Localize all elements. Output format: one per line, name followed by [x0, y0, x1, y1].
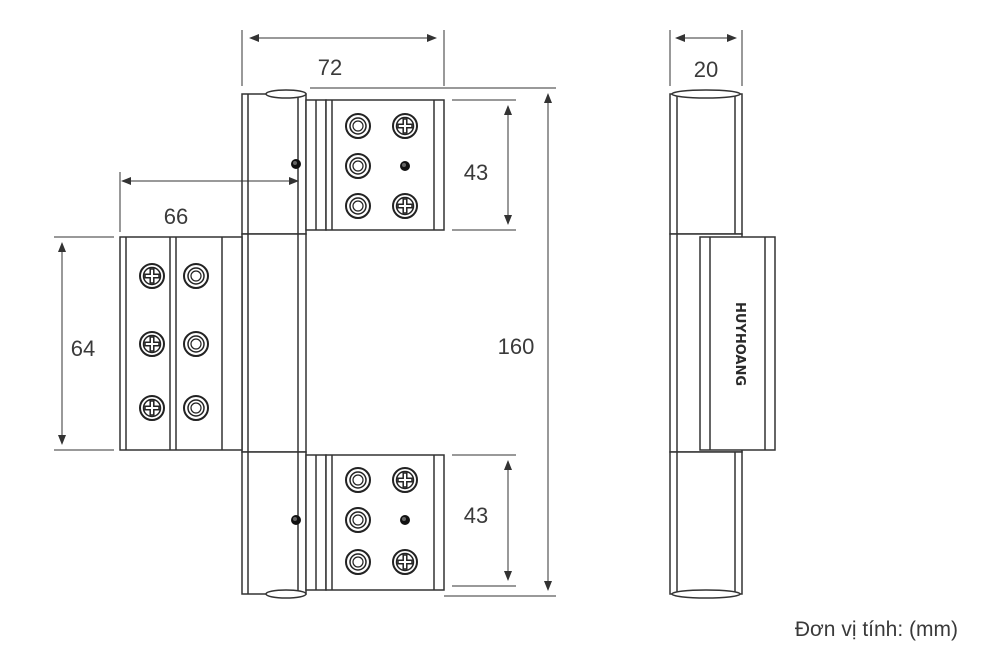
bolt-hole-icon	[345, 507, 371, 533]
screw-icon	[139, 331, 165, 357]
bolt-hole-icon	[183, 331, 209, 357]
side-view: HUYHOANG	[669, 89, 776, 599]
pin-hole-icon	[400, 515, 410, 525]
dimension-left-depth	[119, 172, 299, 232]
dim-label-bottom-leaf-height: 43	[464, 503, 488, 528]
dim-label-left-depth: 66	[164, 204, 188, 229]
dim-label-top-width: 72	[318, 55, 342, 80]
dim-label-side-width: 20	[694, 57, 718, 82]
bolt-hole-icon	[345, 193, 371, 219]
screw-icon	[392, 113, 418, 139]
screw-icon	[392, 193, 418, 219]
brand-label: HUYHOANG	[732, 302, 747, 386]
middle-knuckle	[241, 233, 307, 453]
pin-hole-icon	[400, 161, 410, 171]
side-middle-section: HUYHOANG	[669, 233, 776, 453]
front-view	[119, 89, 445, 599]
dimension-top-width	[241, 30, 445, 86]
bolt-hole-icon	[183, 395, 209, 421]
lower-right-leaf	[305, 454, 445, 591]
screw-icon	[392, 467, 418, 493]
bolt-hole-icon	[345, 113, 371, 139]
unit-label: Đơn vị tính: (mm)	[794, 618, 958, 641]
dim-label-left-leaf-height: 64	[71, 336, 95, 361]
dim-label-total-height: 160	[498, 334, 535, 359]
left-leaf	[119, 236, 243, 451]
dimension-side-width	[669, 30, 743, 86]
dim-label-top-leaf-height: 43	[464, 160, 488, 185]
side-upper-knuckle	[669, 89, 743, 235]
dimension-total-height	[310, 87, 556, 597]
bolt-hole-icon	[345, 549, 371, 575]
dimension-bottom-leaf-height	[452, 454, 516, 587]
dimension-top-leaf-height	[452, 99, 516, 231]
bolt-hole-icon	[345, 467, 371, 493]
screw-icon	[139, 395, 165, 421]
screw-icon	[392, 549, 418, 575]
bolt-hole-icon	[183, 263, 209, 289]
screw-icon	[139, 263, 165, 289]
side-lower-knuckle	[669, 451, 743, 599]
lower-knuckle	[241, 451, 307, 599]
bolt-hole-icon	[345, 153, 371, 179]
upper-right-leaf	[305, 99, 445, 231]
dimension-left-leaf-height	[54, 236, 114, 451]
